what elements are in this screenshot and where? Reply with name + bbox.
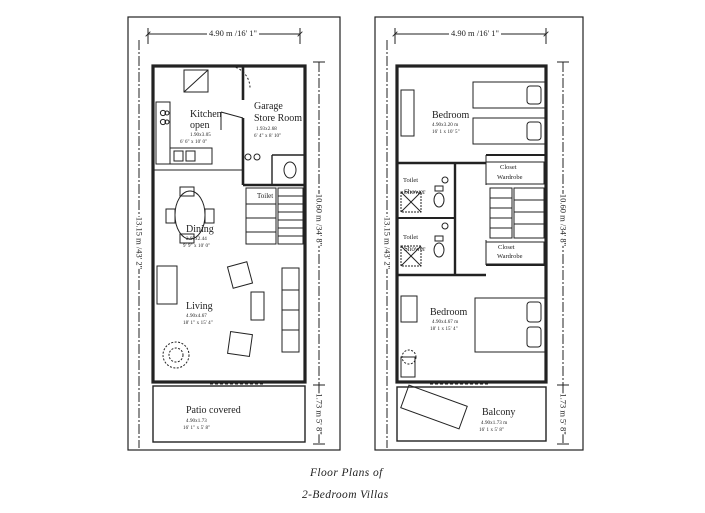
bedroom2-label: Bedroom xyxy=(430,307,468,318)
bath2-shower-label: Shower xyxy=(404,245,426,253)
dining-dim-ft: 9' 9" x 10' 0" xyxy=(183,244,211,249)
upper-floor-plan xyxy=(374,16,584,451)
closet1-label: Closet xyxy=(500,164,517,171)
upper-overall-width: 4.90 m /16' 1" xyxy=(449,28,501,38)
balcony-label: Balcony xyxy=(482,407,516,418)
upper-overall-length: 13.15 m /43' 2" xyxy=(382,216,393,270)
living-label: Living xyxy=(186,301,213,312)
ground-floor-plan xyxy=(127,16,341,451)
bath2-toilet-label: Toilet xyxy=(403,234,419,241)
bedroom1-label: Bedroom xyxy=(432,110,470,121)
closet2-wardrobe-label: Wardrobe xyxy=(497,253,523,260)
ground-overall-width: 4.90 m /16' 1" xyxy=(207,28,259,38)
dining-label: Dining xyxy=(186,224,214,235)
bedroom2-dim-m: 4.90x4.67 m xyxy=(432,320,459,325)
balcony-dim-m: 4.90x1.73 m xyxy=(481,421,508,426)
kitchen-dim-m: 1.90x3.05 xyxy=(190,133,211,138)
bedroom1-dim-m: 4.90x3.20 m xyxy=(432,123,459,128)
caption-line-1: Floor Plans of xyxy=(310,467,383,479)
ground-overall-length: 13.15 m /43' 2" xyxy=(134,216,145,270)
ground-patio-length: 1.73 m 5' 8" xyxy=(314,393,325,435)
kitchen-dim-ft: 6' 6" x 10' 0" xyxy=(180,140,208,145)
garage-label: Garage xyxy=(254,101,283,112)
ground-interior-length: 10.60 m /34' 8" xyxy=(314,193,325,247)
ground-toilet-label: Toilet xyxy=(257,192,274,200)
living-dim-m: 4.90x4.67 xyxy=(186,314,207,319)
closet2-label: Closet xyxy=(498,244,515,251)
patio-label: Patio covered xyxy=(186,405,241,416)
patio-dim-m: 4.90x1.73 xyxy=(186,419,207,424)
dining-dim-m: 2.97x2.44 xyxy=(186,237,207,242)
upper-balcony-length: 1.73 m 5' 8" xyxy=(558,393,569,435)
caption-line-2: 2-Bedroom Villas xyxy=(302,489,389,501)
closet1-wardrobe-label: Wardrobe xyxy=(497,174,523,181)
garage-dim-m: 1.93x2.68 xyxy=(256,127,277,132)
living-dim-ft: 18' 1" x 15' 4" xyxy=(183,321,213,326)
bedroom1-dim-ft: 16' 1 x 10' 5" xyxy=(432,130,460,135)
patio-dim-ft: 16' 1" x 5' 8" xyxy=(183,426,211,431)
bath1-shower-label: Shower xyxy=(404,188,426,196)
garage-dim-ft: 6' 4" x 8' 10" xyxy=(254,134,282,139)
bath1-toilet-label: Toilet xyxy=(403,177,419,184)
upper-interior-length: 10.60 m /34' 8" xyxy=(558,193,569,247)
kitchen-label: Kitchen xyxy=(190,109,222,120)
balcony-dim-ft: 16' 1 x 5' 8" xyxy=(479,428,505,433)
bedroom2-dim-ft: 18' 1 x 15' 4" xyxy=(430,327,458,332)
garage-label-2: Store Room xyxy=(254,113,303,124)
kitchen-label-2: open xyxy=(190,120,210,131)
